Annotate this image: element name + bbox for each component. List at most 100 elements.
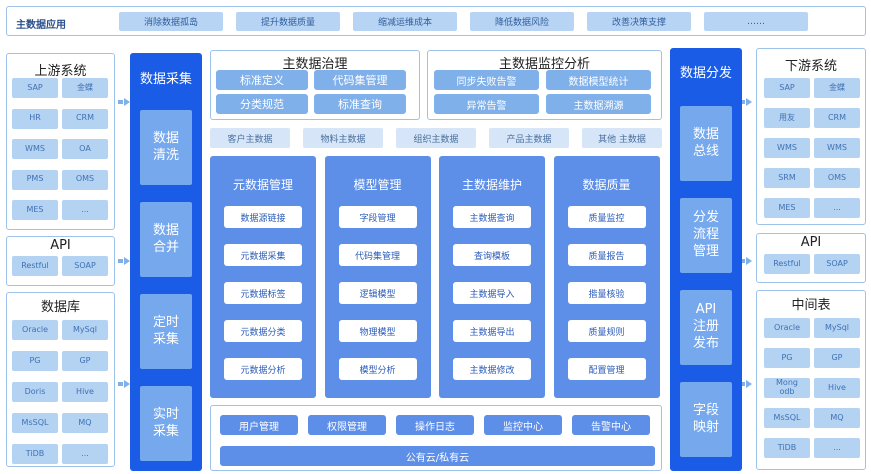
module-item: 逻辑模型: [338, 282, 417, 304]
upstream-item: WMS: [12, 139, 58, 159]
database-panel: [6, 292, 115, 467]
top-item: 消除数据孤岛: [119, 12, 223, 31]
upstream-title: 上游系统: [34, 64, 87, 79]
downstream-item: SAP: [764, 78, 810, 98]
database-item: ...: [62, 444, 108, 464]
upstream-item: OMS: [62, 169, 108, 190]
database-item: MQ: [62, 413, 108, 433]
database-item: TiDB: [12, 444, 58, 464]
upstream-item: MES: [12, 200, 58, 220]
module-item: 揩量核验: [567, 282, 646, 304]
upstream-item: 金蝶: [62, 78, 108, 98]
bottom-item: 告警中心: [572, 415, 650, 435]
monitor-item: 数据模型统计: [546, 70, 651, 90]
top-item: 降低数据风险: [470, 12, 574, 31]
collect-item: 实时 采集: [140, 386, 192, 461]
collect-item: 数据 合并: [140, 202, 192, 277]
module-item: 主数据查询: [453, 206, 531, 228]
module-item: 查询模板: [453, 244, 531, 266]
upstream-item: SAP: [12, 78, 58, 98]
api-left-title: API: [50, 238, 71, 253]
module-item: 质量规则: [567, 320, 646, 342]
middle-table-item: TiDB: [764, 438, 810, 458]
middle-table-item: Hive: [814, 378, 860, 398]
module-item: 配置管理: [567, 358, 646, 380]
distribute-item: API 注册 发布: [680, 290, 732, 365]
monitor-item: 同步失败告警: [434, 70, 539, 90]
governance-item: 代码集管理: [314, 70, 406, 90]
downstream-item: ...: [814, 198, 860, 218]
collect-title: 数据采集: [139, 72, 192, 87]
distribute-title: 数据分发: [679, 66, 732, 81]
database-item: GP: [62, 351, 108, 371]
distribute-item: 分发 流程 管理: [680, 198, 732, 273]
monitor-item: 异常告警: [434, 94, 539, 114]
middle-table-item: MQ: [814, 408, 860, 428]
governance-item: 标准定义: [216, 70, 308, 90]
module-title: 模型管理: [353, 178, 402, 192]
downstream-item: WMS: [764, 138, 810, 158]
downstream-item: CRM: [814, 108, 860, 128]
api-left-item: SOAP: [62, 256, 108, 276]
database-item: Doris: [12, 382, 58, 402]
arrow-right-icon: [740, 257, 752, 265]
module-title: 元数据管理: [232, 178, 293, 192]
upstream-item: OA: [62, 139, 108, 159]
module-title: 主数据维护: [461, 178, 522, 192]
downstream-panel: [756, 48, 866, 225]
database-item: PG: [12, 351, 58, 371]
top-item: 改善决策支撑: [587, 12, 691, 31]
database-item: MsSQL: [12, 413, 58, 433]
arrow-right-icon: [118, 257, 130, 265]
subject-item: 其他 主数据: [582, 128, 662, 148]
middle-table-item: MySql: [814, 318, 860, 338]
module-item: 主数据修改: [453, 358, 531, 380]
bottom-item: 监控中心: [484, 415, 562, 435]
top-item: ……: [704, 12, 808, 31]
module-item: 字段管理: [338, 206, 417, 228]
bottom-item: 操作日志: [396, 415, 474, 435]
governance-item: 分类规范: [216, 94, 308, 114]
upstream-item: CRM: [62, 108, 108, 129]
middle-table-item: GP: [814, 348, 860, 368]
middle-table-item: Oracle: [764, 318, 810, 338]
database-title: 数据库: [40, 300, 80, 315]
api-right-item: SOAP: [814, 254, 860, 274]
module-item: 主数据导出: [453, 320, 531, 342]
module-item: 质量监控: [567, 206, 646, 228]
governance-item: 标准查询: [314, 94, 406, 114]
database-item: Hive: [62, 382, 108, 402]
module-item: 物理模型: [338, 320, 417, 342]
module-item: 模型分析: [338, 358, 417, 380]
middle-table-item: Mong odb: [764, 378, 810, 398]
top-item: 缩减运维成本: [353, 12, 457, 31]
arrow-right-icon: [118, 380, 130, 388]
distribute-item: 字段 映射: [680, 382, 732, 457]
module-item: 数据源链接: [224, 206, 302, 228]
downstream-item: SRM: [764, 168, 810, 188]
cloud-bar: 公有云/私有云: [220, 446, 655, 466]
module-item: 元数据标签: [224, 282, 302, 304]
bottom-item: 用户管理: [220, 415, 298, 435]
distribute-item: 数据 总线: [680, 106, 732, 181]
middle-table-item: PG: [764, 348, 810, 368]
subject-item: 组织主数据: [396, 128, 476, 148]
module-item: 元数据分类: [224, 320, 302, 342]
downstream-item: 金蝶: [814, 78, 860, 98]
top-item: 提升数据质量: [236, 12, 340, 31]
monitor-title: 主数据监控分析: [498, 57, 590, 72]
collect-item: 定时 采集: [140, 294, 192, 369]
module-item: 元数据分析: [224, 358, 302, 380]
bottom-item: 权限管理: [308, 415, 386, 435]
api-right-item: Restful: [764, 254, 810, 274]
database-item: MySql: [62, 320, 108, 340]
governance-title: 主数据治理: [282, 57, 348, 72]
downstream-title: 下游系统: [784, 59, 837, 74]
module-column: [210, 156, 316, 398]
downstream-item: OMS: [814, 168, 860, 188]
upstream-item: ...: [62, 200, 108, 220]
upstream-item: PMS: [12, 169, 58, 190]
subject-item: 物料主数据: [303, 128, 383, 148]
module-title: 数据质量: [582, 178, 631, 192]
downstream-item: 用友: [764, 108, 810, 128]
